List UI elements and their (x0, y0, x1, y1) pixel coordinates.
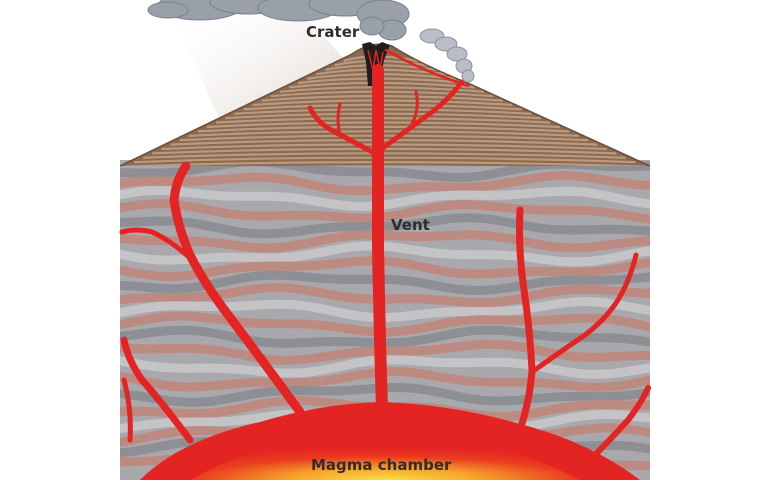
crater-label: Crater (306, 23, 360, 41)
left-dike-branch (119, 227, 193, 261)
smoke-plume-main (147, 0, 410, 41)
right-dike-main (516, 206, 536, 434)
flank-lava-flow (384, 48, 470, 88)
vent-label: Vent (391, 216, 430, 234)
magma-chamber-label: Magma chamber (311, 456, 452, 474)
left-dike-lower (120, 336, 194, 444)
magma-chamber (140, 402, 640, 480)
smoke-plume-flank (419, 28, 475, 83)
plume-shadow (170, 8, 345, 120)
cone-branch-right (377, 79, 465, 153)
right-dike-lower (585, 385, 651, 465)
cone-branch-left-upper (336, 102, 342, 136)
crater-opening (362, 42, 390, 86)
main-vent-conduit (372, 64, 388, 416)
right-dike-branch (529, 252, 639, 375)
left-dike-small (121, 377, 133, 443)
cone-branch-right-upper (410, 90, 419, 126)
left-dike-main (169, 161, 305, 417)
lava-conduits (119, 48, 651, 465)
cone-branch-left (307, 105, 381, 158)
